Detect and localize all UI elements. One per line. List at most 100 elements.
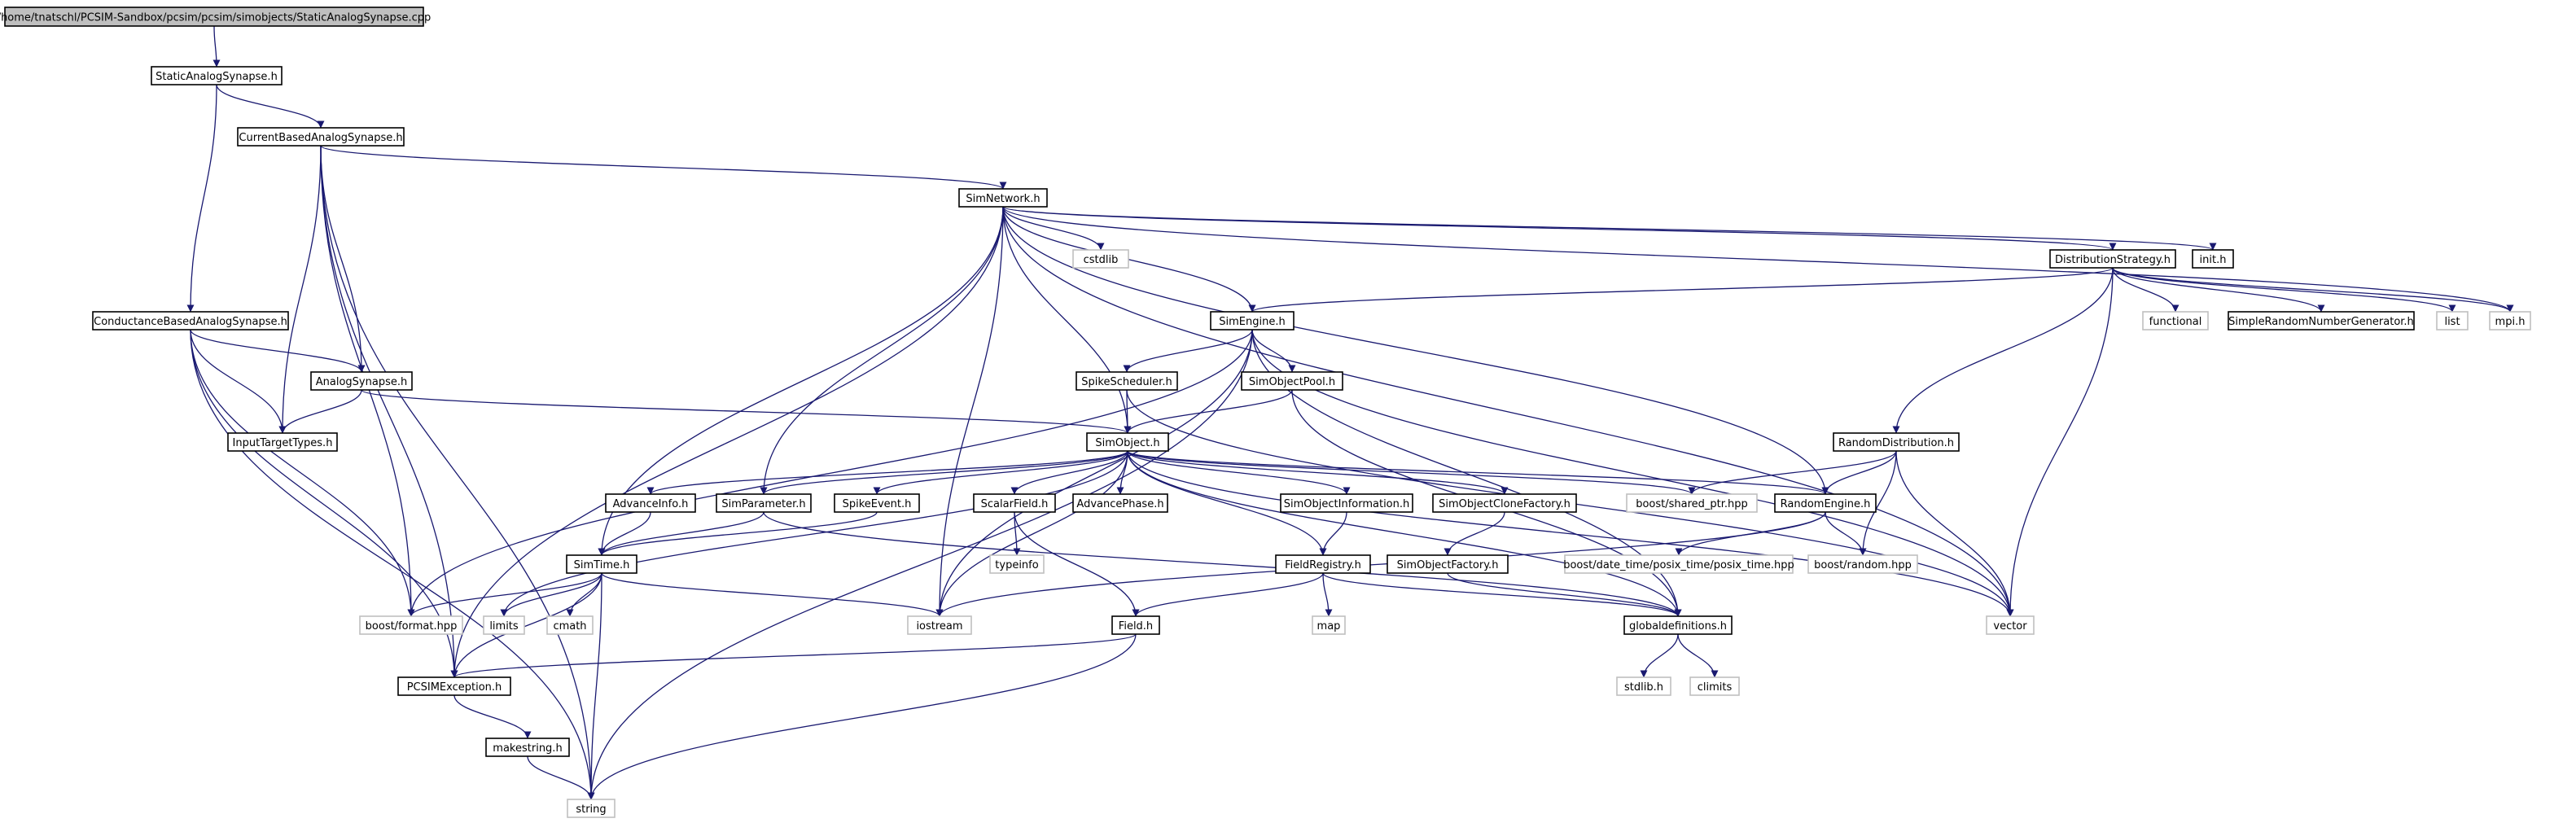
node-label: SimObjectPool.h (1249, 376, 1335, 388)
node-label: SimObjectFactory.h (1397, 559, 1499, 571)
node-mpi-h[interactable]: mpi.h (2489, 311, 2531, 331)
node-box (2142, 311, 2209, 331)
edge-global_definitions_h-to-stdlib_h (1640, 633, 1679, 678)
node-advance-phase-h[interactable]: AdvancePhase.h (1072, 493, 1168, 513)
node-box (237, 127, 405, 147)
node-box (1072, 249, 1129, 269)
node-random-engine-h[interactable]: RandomEngine.h (1774, 493, 1877, 513)
node-label: SimTime.h (574, 559, 630, 571)
node-sim-object-information-h[interactable]: SimObjectInformation.h (1280, 493, 1413, 513)
node-limits[interactable]: limits (483, 615, 525, 635)
node-random-distribution-h[interactable]: RandomDistribution.h (1833, 432, 1960, 452)
node-input-target-types-h[interactable]: InputTargetTypes.h (227, 432, 338, 452)
edge-sim_time_h-to-string (587, 572, 602, 800)
node-sim-object-h[interactable]: SimObject.h (1086, 432, 1169, 452)
node-global-definitions-h[interactable]: globaldefinitions.h (1623, 615, 1733, 635)
node-box (2049, 249, 2176, 269)
node-boost-random-hpp[interactable]: boost/random.hpp (1807, 554, 1918, 574)
node-iostream[interactable]: iostream (907, 615, 972, 635)
node-boost-posix-time-hpp[interactable]: boost/date_time/posix_time/posix_time.hp… (1563, 554, 1794, 574)
node-label: climits (1698, 681, 1733, 694)
edge-sim_network_h-to-mpi_h (1002, 206, 2514, 313)
node-label: InputTargetTypes.h (233, 437, 333, 449)
node-label: Field.h (1119, 620, 1153, 633)
node-sim-object-clone-factory-h[interactable]: SimObjectCloneFactory.h (1432, 493, 1577, 513)
node-label: SimEngine.h (1219, 316, 1285, 328)
node-simple-rng-h[interactable]: SimpleRandomNumberGenerator.h (2228, 311, 2415, 331)
node-box (907, 615, 972, 635)
node-root[interactable]: /home/tnatschl/PCSIM-Sandbox/pcsim/pcsim… (0, 7, 431, 27)
node-cstdlib[interactable]: cstdlib (1072, 249, 1129, 269)
node-label: ScalarField.h (981, 498, 1049, 510)
node-sim-time-h[interactable]: SimTime.h (566, 554, 637, 574)
node-label: FieldRegistry.h (1285, 559, 1361, 571)
node-list[interactable]: list (2436, 311, 2469, 331)
node-static-analog-synapse-h[interactable]: StaticAnalogSynapse.h (151, 66, 283, 85)
edge-sim_network_h-to-distribution_strategy_h (1002, 206, 2117, 251)
node-makestring-h[interactable]: makestring.h (485, 738, 570, 757)
node-box (1432, 493, 1577, 513)
node-current-based-analog-synapse-h[interactable]: CurrentBasedAnalogSynapse.h (237, 127, 405, 147)
node-functional[interactable]: functional (2142, 311, 2209, 331)
node-label: RandomDistribution.h (1838, 437, 1954, 449)
edge-scalar_field_h-to-field_h (1014, 511, 1140, 617)
node-label: SimParameter.h (721, 498, 805, 510)
node-field-registry-h[interactable]: FieldRegistry.h (1275, 554, 1371, 574)
node-stdlib-h[interactable]: stdlib.h (1616, 676, 1671, 696)
edge-sim_object_factory_h-to-global_definitions_h (1447, 572, 1682, 617)
node-string[interactable]: string (567, 799, 616, 818)
node-label: AdvancePhase.h (1076, 498, 1163, 510)
node-sim-object-pool-h[interactable]: SimObjectPool.h (1241, 371, 1343, 391)
edge-analog_synapse_h-to-input_target_types_h (278, 389, 362, 434)
edge-sim_object_h-to-iostream (935, 450, 1128, 617)
node-cmath[interactable]: cmath (546, 615, 594, 635)
node-climits[interactable]: climits (1689, 676, 1740, 696)
edge-conductance_based_analog_synapse_h-to-string (190, 329, 595, 800)
node-box (1210, 311, 1295, 331)
node-sim-engine-h[interactable]: SimEngine.h (1210, 311, 1295, 331)
node-conductance-based-analog-synapse-h[interactable]: ConductanceBasedAnalogSynapse.h (92, 311, 289, 331)
node-boost-format-hpp[interactable]: boost/format.hpp (359, 615, 463, 635)
node-label: boost/random.hpp (1814, 559, 1912, 571)
node-boost-shared-ptr-hpp[interactable]: boost/shared_ptr.hpp (1626, 493, 1758, 513)
node-label: mpi.h (2495, 316, 2526, 328)
node-distribution-strategy-h[interactable]: DistributionStrategy.h (2049, 249, 2176, 269)
node-label: typeinfo (995, 559, 1038, 571)
node-field-h[interactable]: Field.h (1111, 615, 1160, 635)
node-sim-object-factory-h[interactable]: SimObjectFactory.h (1387, 554, 1509, 574)
node-pcsim-exception-h[interactable]: PCSIMException.h (397, 676, 511, 696)
node-label: SpikeScheduler.h (1081, 376, 1172, 388)
node-scalar-field-h[interactable]: ScalarField.h (973, 493, 1056, 513)
edge-sim_engine_h-to-spike_scheduler_h (1123, 329, 1253, 373)
node-box (151, 66, 283, 85)
node-box (1076, 371, 1178, 391)
edge-sim_object_clone_factory_h-to-sim_object_factory_h (1444, 511, 1505, 556)
node-label: vector (1993, 620, 2027, 633)
edge-random_distribution_h-to-vector (1895, 450, 2014, 617)
node-label: limits (489, 620, 519, 633)
node-label: string (576, 803, 606, 816)
node-box (485, 738, 570, 757)
edge-field_registry_h-to-field_h (1132, 572, 1324, 617)
node-typeinfo[interactable]: typeinfo (989, 554, 1045, 574)
node-spike-scheduler-h[interactable]: SpikeScheduler.h (1076, 371, 1178, 391)
node-sim-network-h[interactable]: SimNetwork.h (958, 188, 1048, 208)
node-init-h[interactable]: init.h (2192, 249, 2234, 269)
node-box (2489, 311, 2531, 331)
node-box (1086, 432, 1169, 452)
node-vector[interactable]: vector (1986, 615, 2035, 635)
node-box (483, 615, 525, 635)
node-sim-parameter-h[interactable]: SimParameter.h (716, 493, 812, 513)
node-advance-info-h[interactable]: AdvanceInfo.h (605, 493, 696, 513)
edge-random_engine_h-to-iostream (935, 511, 1826, 617)
node-box (1623, 615, 1733, 635)
edge-sim_object_h-to-random_engine_h (1127, 450, 1829, 495)
node-map[interactable]: map (1312, 615, 1346, 635)
node-spike-event-h[interactable]: SpikeEvent.h (834, 493, 920, 513)
node-analog-synapse-h[interactable]: AnalogSynapse.h (310, 371, 413, 391)
edge-random_distribution_h-to-boost_shared_ptr_hpp (1688, 450, 1897, 495)
node-box (4, 7, 424, 27)
node-box (1241, 371, 1343, 391)
node-box (716, 493, 812, 513)
edge-sim_object_h-to-sim_object_clone_factory_h (1127, 450, 1509, 495)
